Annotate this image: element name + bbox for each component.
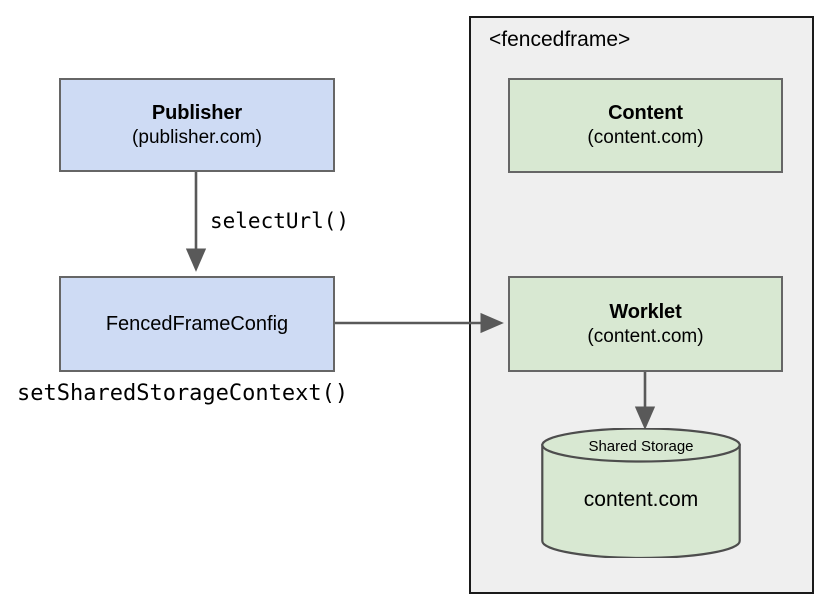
fencedframe-label: <fencedframe> [489, 28, 631, 51]
publisher-node: Publisher (publisher.com) [59, 78, 335, 172]
content-title: Content [608, 102, 683, 125]
selecturl-edge-label: selectUrl() [210, 209, 350, 233]
shared-storage-title: Shared Storage [588, 438, 694, 455]
publisher-subtitle: (publisher.com) [132, 126, 262, 148]
content-node: Content (content.com) [508, 78, 783, 173]
shared-storage-cylinder: Shared Storage content.com [541, 427, 741, 560]
fenced-frame-config-label: FencedFrameConfig [105, 312, 289, 335]
publisher-title: Publisher [151, 101, 243, 124]
worklet-node: Worklet (content.com) [508, 276, 783, 372]
set-shared-storage-context-label: setSharedStorageContext() [17, 381, 349, 406]
fenced-frame-config-node: FencedFrameConfig [59, 276, 335, 372]
shared-storage-origin: content.com [583, 488, 699, 511]
worklet-title: Worklet [609, 300, 682, 323]
content-subtitle: (content.com) [587, 127, 704, 149]
worklet-subtitle: (content.com) [587, 325, 704, 347]
cylinder-shape [541, 427, 741, 560]
